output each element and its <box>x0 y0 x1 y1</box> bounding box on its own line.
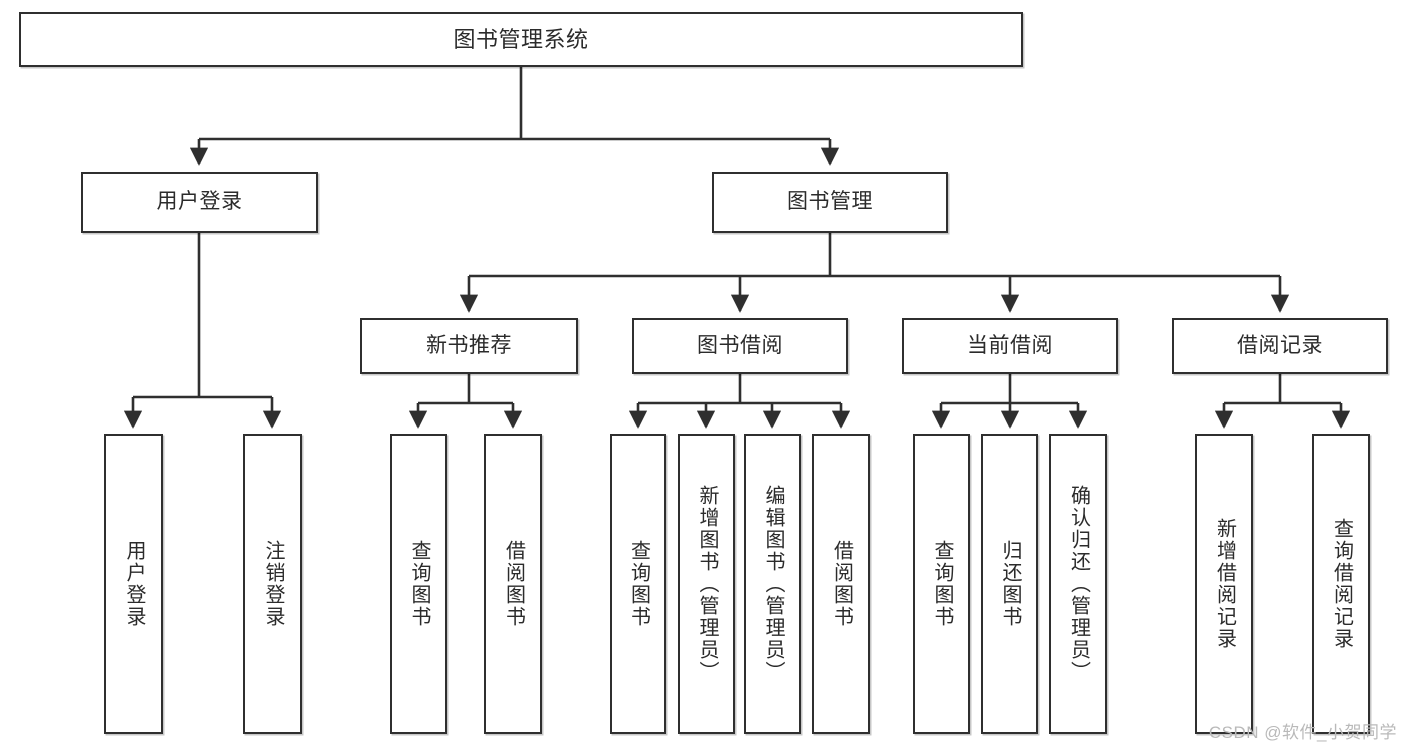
leaf-borrow-book[interactable]: 借阅图书 <box>812 434 870 734</box>
leaf-label: 查询图书 <box>627 540 650 628</box>
node-level3-new-book-recommend[interactable]: 新书推荐 <box>360 318 578 374</box>
leaf-query-book-recommend[interactable]: 查询图书 <box>390 434 447 734</box>
leaf-confirm-return-admin[interactable]: 确认归还（管理员） <box>1049 434 1107 734</box>
node-label: 用户登录 <box>156 190 243 214</box>
node-root[interactable]: 图书管理系统 <box>19 12 1023 67</box>
node-label: 借阅记录 <box>1237 333 1323 357</box>
leaf-label: 编辑图书（管理员） <box>762 485 784 683</box>
leaf-label: 注销登录 <box>262 540 284 628</box>
node-label: 当前借阅 <box>967 333 1053 357</box>
leaf-query-borrow-record[interactable]: 查询借阅记录 <box>1312 434 1370 734</box>
leaf-label: 查询借阅记录 <box>1330 518 1353 650</box>
leaf-label: 归还图书 <box>999 540 1021 628</box>
leaf-add-borrow-record[interactable]: 新增借阅记录 <box>1195 434 1253 734</box>
node-level2-book-management[interactable]: 图书管理 <box>712 172 948 233</box>
leaf-label: 新增图书（管理员） <box>696 485 718 683</box>
node-label: 图书管理 <box>787 190 873 214</box>
leaf-add-book-admin[interactable]: 新增图书（管理员） <box>678 434 735 734</box>
node-label: 图书借阅 <box>697 333 783 357</box>
leaf-query-book-current[interactable]: 查询图书 <box>913 434 970 734</box>
leaf-edit-book-admin[interactable]: 编辑图书（管理员） <box>744 434 801 734</box>
watermark: CSDN @软件_小贺同学 <box>1208 723 1397 742</box>
leaf-borrow-book-recommend[interactable]: 借阅图书 <box>484 434 542 734</box>
leaf-label: 确认归还（管理员） <box>1067 485 1090 683</box>
leaf-logout[interactable]: 注销登录 <box>243 434 302 734</box>
leaf-label: 借阅图书 <box>830 540 853 628</box>
leaf-return-book[interactable]: 归还图书 <box>981 434 1038 734</box>
node-label: 图书管理系统 <box>453 26 589 52</box>
leaf-user-login[interactable]: 用户登录 <box>104 434 163 734</box>
node-level3-borrow-record[interactable]: 借阅记录 <box>1172 318 1388 374</box>
leaf-label: 查询图书 <box>931 540 953 628</box>
node-level3-current-borrow[interactable]: 当前借阅 <box>902 318 1118 374</box>
node-label: 新书推荐 <box>426 333 512 357</box>
leaf-label: 借阅图书 <box>502 540 525 628</box>
leaf-label: 查询图书 <box>408 540 430 628</box>
node-level3-book-borrow[interactable]: 图书借阅 <box>632 318 848 374</box>
node-level2-user-login[interactable]: 用户登录 <box>81 172 318 233</box>
leaf-query-book-borrow[interactable]: 查询图书 <box>610 434 666 734</box>
leaf-label: 用户登录 <box>123 540 145 628</box>
leaf-label: 新增借阅记录 <box>1213 518 1236 650</box>
